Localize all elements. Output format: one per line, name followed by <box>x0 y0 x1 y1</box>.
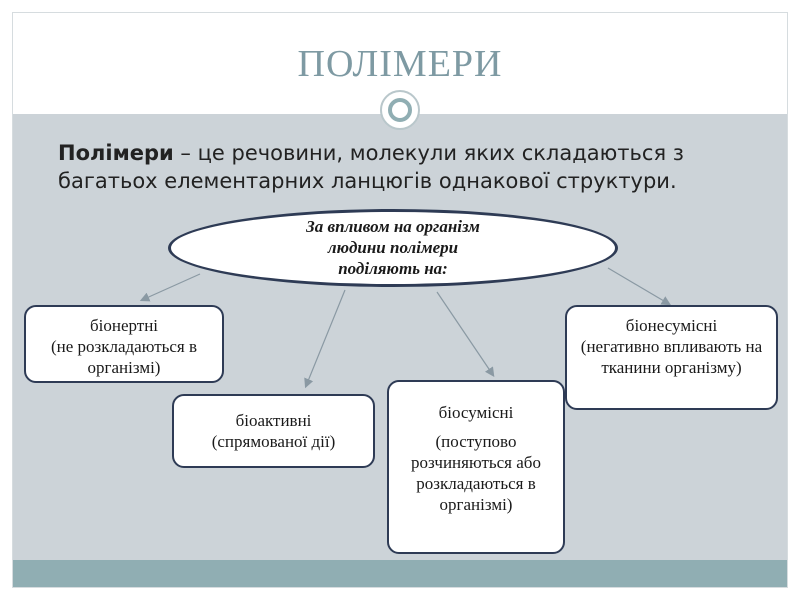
box-biocompatible-desc: (поступово розчиняються або розкладаютьс… <box>411 432 541 514</box>
box-bioinert-desc: (не розкладаються в організмі) <box>50 337 198 377</box>
circle-emblem-icon <box>380 90 420 130</box>
intro-paragraph: Полімери – це речовини, молекули яких ск… <box>58 139 778 195</box>
slide-title: ПОЛІМЕРИ <box>297 43 503 85</box>
circle-emblem-inner <box>388 98 412 122</box>
intro-term: Полімери <box>58 141 174 165</box>
box-bioincompatible: біонесумісні (негативно впливають на тка… <box>565 305 778 410</box>
central-label-line2: людини полімери <box>327 238 459 257</box>
central-label-line1: За впливом на організм <box>306 217 480 236</box>
box-biocompatible-title: біосумісні <box>438 403 514 422</box>
box-biocompatible: біосумісні (поступово розчиняються або р… <box>387 380 565 554</box>
box-bioincompatible-desc: (негативно впливають на тканини організм… <box>580 337 763 377</box>
box-bioactive-title: біоактивні <box>235 411 312 430</box>
central-label: За впливом на організм людини полімери п… <box>230 216 556 279</box>
box-bioinert-title: біонертні <box>89 316 159 335</box>
box-bioincompatible-title: біонесумісні <box>625 316 718 335</box>
box-bioinert: біонертні (не розкладаються в організмі) <box>24 305 224 383</box>
central-ellipse <box>168 209 618 287</box>
box-bioactive-desc: (спрямованої дії) <box>211 432 336 451</box>
footer-bar <box>13 560 787 587</box>
central-label-line3: поділяють на: <box>338 259 448 278</box>
box-bioactive: біоактивні (спрямованої дії) <box>172 394 375 468</box>
intro-definition: – це речовини, молекули яких складаються… <box>58 141 684 193</box>
